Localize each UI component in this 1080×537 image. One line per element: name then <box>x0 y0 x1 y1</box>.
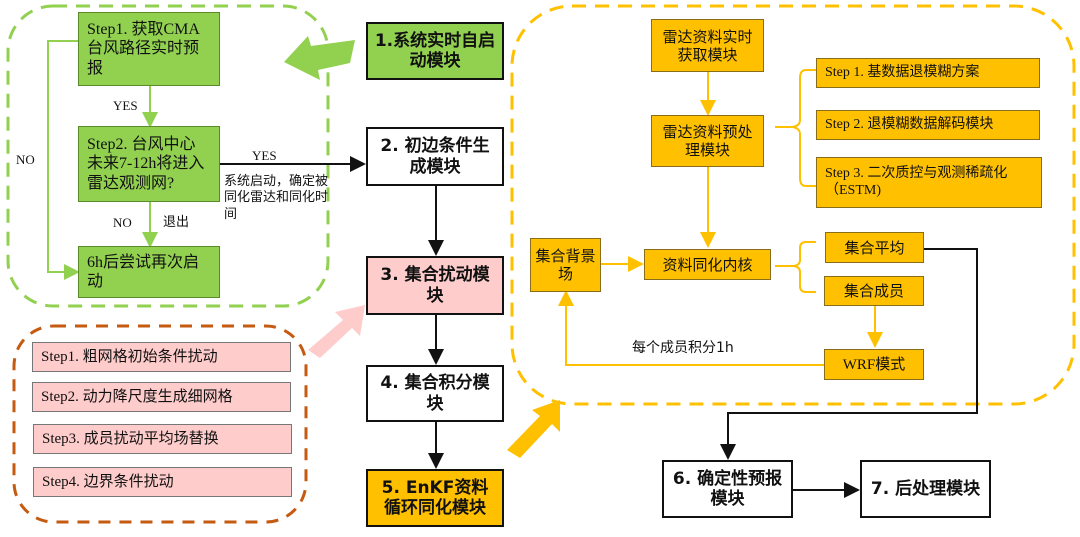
gold-block-arrow <box>507 400 560 458</box>
preprocess-step-3[interactable]: Step 3. 二次质控与观测稀疏化（ESTM) <box>816 157 1042 208</box>
perturbation-group-border <box>12 324 308 524</box>
green-block-arrow <box>284 36 355 80</box>
ensemble-background-box[interactable]: 集合背景场 <box>530 238 601 292</box>
wrf-model-box[interactable]: WRF模式 <box>824 349 924 380</box>
perturbation-step-3[interactable]: Step3. 成员扰动平均场替换 <box>33 424 292 454</box>
perturbation-step-1[interactable]: Step1. 粗网格初始条件扰动 <box>32 342 291 372</box>
module-2-boundary-conditions[interactable]: 2. 初边条件生成模块 <box>366 127 504 186</box>
yes-right-label: YES <box>252 148 277 163</box>
ensemble-members-box[interactable]: 集合成员 <box>824 276 924 306</box>
retry-box[interactable]: 6h后尝试再次启动 <box>78 246 220 298</box>
radar-acquire-box[interactable]: 雷达资料实时获取模块 <box>651 19 764 72</box>
step1-fetch-track-box[interactable]: Step1. 获取CMA台风路径实时预报 <box>78 12 220 86</box>
assimilation-kernel-box[interactable]: 资料同化内核 <box>644 249 771 280</box>
perturbation-step-2[interactable]: Step2. 动力降尺度生成细网格 <box>32 382 291 412</box>
no-label: NO <box>113 215 132 230</box>
module-6-deterministic-forecast[interactable]: 6. 确定性预报模块 <box>662 460 793 518</box>
step2-check-radar-box[interactable]: Step2. 台风中心未来7-12h将进入雷达观测网? <box>78 126 220 202</box>
mean-to-m6-connector <box>720 248 978 460</box>
yes-label: YES <box>113 98 138 113</box>
exit-label: 退出 <box>163 215 190 230</box>
module-3-ensemble-perturbation[interactable]: 3. 集合扰动模块 <box>366 256 504 315</box>
startup-group-border <box>6 4 330 308</box>
no-left-label: NO <box>16 152 35 167</box>
ensemble-mean-box[interactable]: 集合平均 <box>825 232 924 263</box>
start-note-label: 系统启动，确定被同化雷达和同化时间 <box>224 174 329 222</box>
pink-block-arrow <box>308 305 365 358</box>
preprocess-brace <box>791 69 816 187</box>
preprocess-step-2[interactable]: Step 2. 退模糊数据解码模块 <box>816 110 1040 140</box>
module-4-ensemble-integration[interactable]: 4. 集合积分模块 <box>366 365 504 422</box>
perturbation-step-4[interactable]: Step4. 边界条件扰动 <box>33 467 292 497</box>
wrf-to-background-connector <box>558 290 824 366</box>
module-1-realtime-startup[interactable]: 1.系统实时自启动模块 <box>366 22 504 80</box>
module-5-enkf-cycling[interactable]: 5. EnKF资料循环同化模块 <box>366 469 504 527</box>
retry-loop-connector <box>47 40 80 280</box>
member-integration-label: 每个成员积分1h <box>632 340 734 356</box>
enkf-group-border <box>510 4 1076 406</box>
kernel-brace <box>793 241 816 293</box>
preprocess-step-1[interactable]: Step 1. 基数据退模糊方案 <box>816 58 1040 88</box>
module-7-postprocessing[interactable]: 7. 后处理模块 <box>860 460 991 518</box>
radar-preprocess-box[interactable]: 雷达资料预处理模块 <box>651 115 764 167</box>
